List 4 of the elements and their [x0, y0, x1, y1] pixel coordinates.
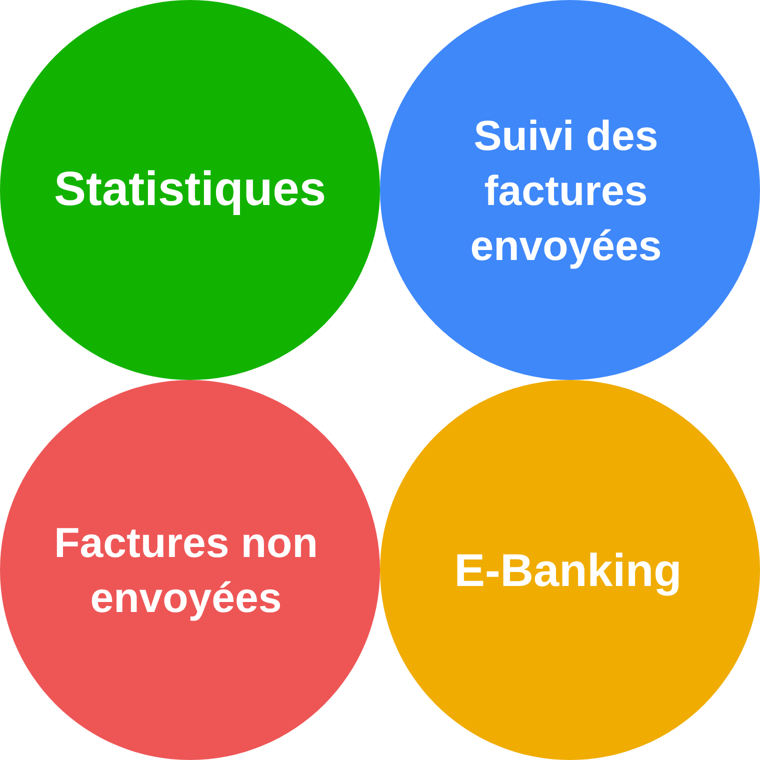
node-label: E-Banking: [454, 543, 682, 598]
node-label: Factures non envoyées: [54, 518, 318, 623]
node-label: Statistiques: [53, 162, 327, 218]
node-label: Suivi des factures envoyées: [470, 110, 662, 271]
